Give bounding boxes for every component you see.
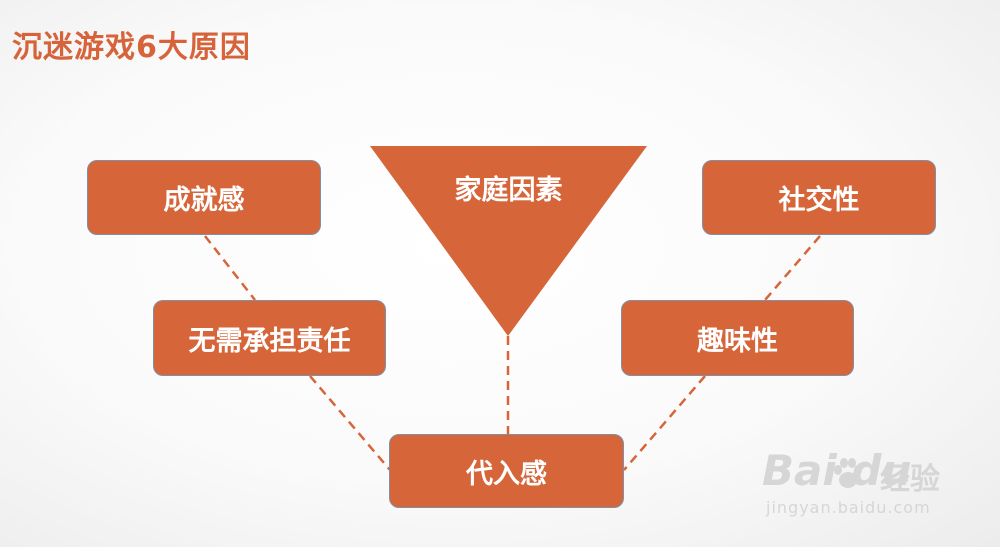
paw-icon bbox=[834, 458, 862, 488]
node-no-responsibility: 无需承担责任 bbox=[153, 300, 386, 376]
node-immersion: 代入感 bbox=[389, 434, 624, 508]
center-triangle-label: 家庭因素 bbox=[454, 175, 563, 206]
center-triangle bbox=[370, 146, 647, 336]
page-title: 沉迷游戏6大原因 bbox=[12, 30, 251, 65]
watermark-url: jingyan.baidu.com bbox=[766, 498, 931, 517]
connector-social-fun bbox=[764, 235, 821, 301]
baidu-watermark: Bai du 经验 jingyan.baidu.com bbox=[762, 448, 962, 528]
connector-no-responsibility-immersion bbox=[309, 375, 391, 471]
node-social: 社交性 bbox=[702, 160, 936, 235]
watermark-brand-cn: 经验 bbox=[880, 462, 940, 497]
node-achievement: 成就感 bbox=[87, 160, 321, 235]
connector-achievement-no-responsibility bbox=[204, 235, 256, 301]
node-fun: 趣味性 bbox=[621, 300, 854, 376]
connector-fun-immersion bbox=[623, 375, 706, 471]
